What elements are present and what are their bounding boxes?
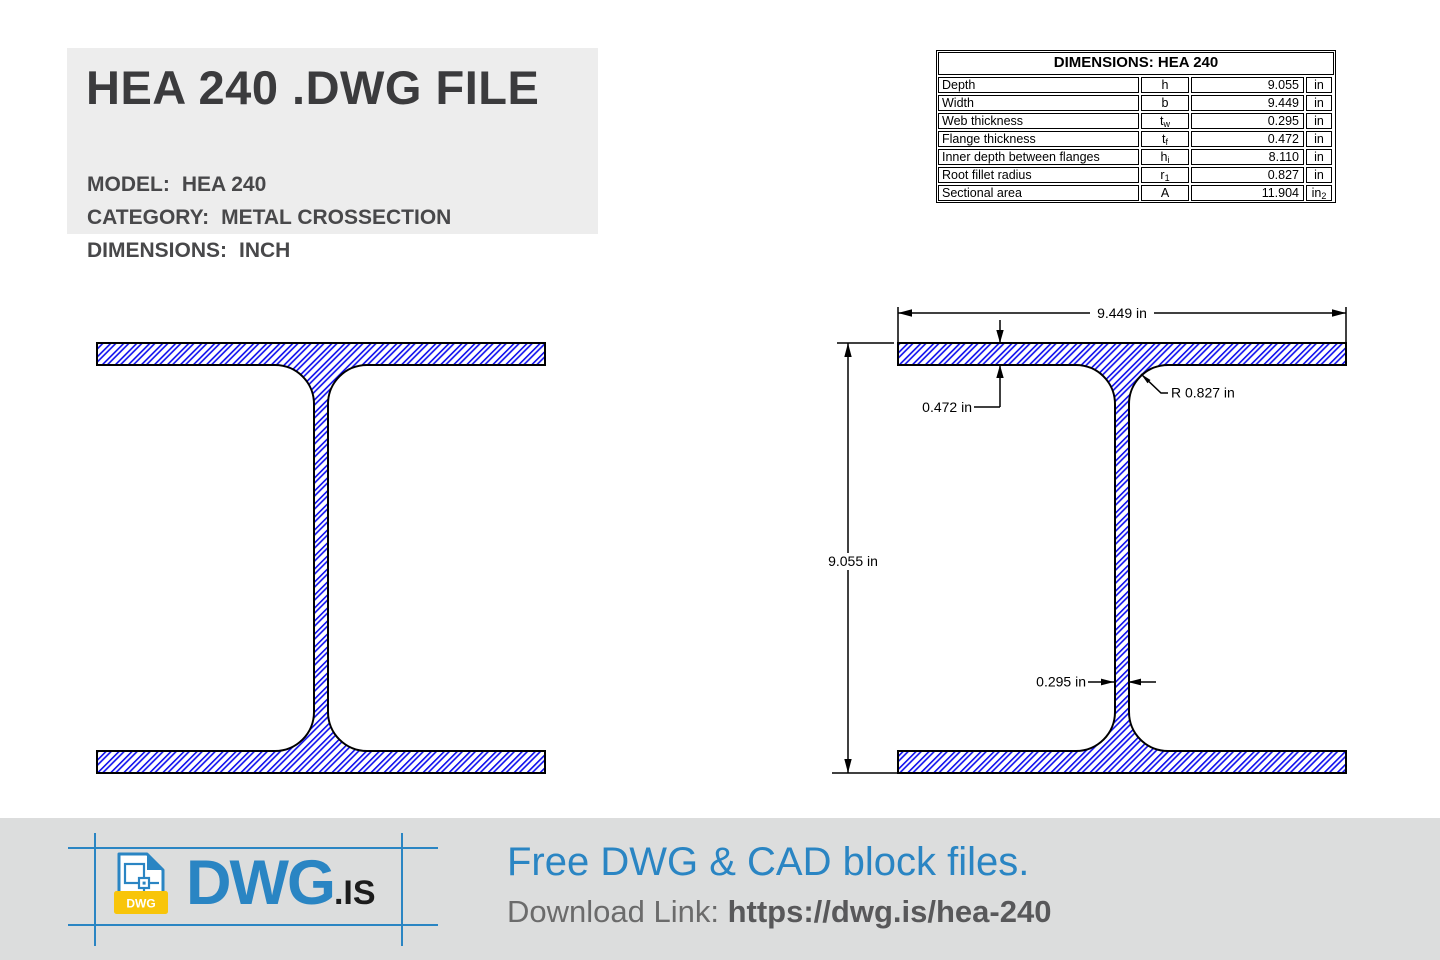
- row-value: 9.055: [1191, 77, 1304, 93]
- download-label: Download Link:: [507, 894, 719, 929]
- arrowhead: [1141, 374, 1151, 384]
- ibeam-outline: [897, 342, 1347, 774]
- dim-width-label: 9.449 in: [1097, 305, 1147, 321]
- table-row: Inner depth between flanges hi 8.110 in: [938, 149, 1334, 165]
- arrowhead: [898, 309, 912, 317]
- footer-banner: DWG DWG.IS Free DWG & CAD block files. D…: [0, 818, 1440, 960]
- dimensions-table-title: DIMENSIONS: HEA 240: [938, 52, 1334, 75]
- beam-section-dimensioned: 9.449 in 9.055 in 0.472 in R 0.827 in: [821, 305, 1347, 774]
- ibeam-outline: [96, 342, 546, 774]
- row-symbol: tw: [1141, 113, 1189, 129]
- table-row: Root fillet radius r1 0.827 in: [938, 167, 1334, 183]
- title-info: MODEL: HEA 240 CATEGORY: METAL CROSSECTION…: [87, 168, 451, 267]
- download-url-link[interactable]: https://dwg.is/hea-240: [727, 894, 1052, 929]
- row-name: Width: [938, 95, 1139, 111]
- logo-suffix: .IS: [333, 874, 376, 912]
- model-label: MODEL:: [87, 173, 170, 196]
- model-value: HEA 240: [181, 173, 267, 196]
- row-value: 8.110: [1191, 149, 1304, 165]
- table-row: Sectional area A 11.904 in2: [938, 185, 1334, 201]
- dim-flange-label: 0.472 in: [922, 399, 972, 415]
- crosshair-line: [68, 924, 438, 926]
- row-unit: in: [1306, 95, 1332, 111]
- row-value: 0.472: [1191, 131, 1304, 147]
- dimensions-table: DIMENSIONS: HEA 240 Depth h 9.055 in Wid…: [936, 50, 1336, 203]
- dimensions-line: DIMENSIONS: INCH: [87, 234, 451, 267]
- row-symbol: h: [1141, 77, 1189, 93]
- category-label: CATEGORY:: [87, 206, 210, 229]
- table-row: Flange thickness tf 0.472 in: [938, 131, 1334, 147]
- dimensions-label: DIMENSIONS:: [87, 239, 228, 262]
- row-symbol: tf: [1141, 131, 1189, 147]
- download-line: Download Link: https://dwg.is/hea-240: [507, 894, 1051, 930]
- category-value: METAL CROSSECTION: [221, 206, 452, 229]
- title-panel: HEA 240 .DWG FILE MODEL: HEA 240 CATEGORY…: [67, 48, 598, 262]
- row-value: 0.295: [1191, 113, 1304, 129]
- dim-text-mask: [1090, 305, 1154, 321]
- arrowhead: [844, 343, 852, 357]
- row-unit: in: [1306, 113, 1332, 129]
- row-name: Web thickness: [938, 113, 1139, 129]
- page-title: HEA 240 .DWG FILE: [86, 61, 540, 114]
- beam-section-plain: [96, 342, 546, 774]
- badge-label: DWG: [126, 897, 155, 911]
- arrowhead: [1101, 678, 1114, 686]
- row-name: Flange thickness: [938, 131, 1139, 147]
- arrowhead: [1128, 678, 1141, 686]
- row-symbol: hi: [1141, 149, 1189, 165]
- crosshair-line: [68, 847, 438, 849]
- row-unit: in: [1306, 131, 1332, 147]
- row-name: Sectional area: [938, 185, 1139, 201]
- dwg-file-icon: DWG: [114, 852, 168, 914]
- arrowhead: [844, 759, 852, 773]
- arrowhead: [1332, 309, 1346, 317]
- category-line: CATEGORY: METAL CROSSECTION: [87, 201, 451, 234]
- row-name: Depth: [938, 77, 1139, 93]
- dim-depth-label: 9.055 in: [828, 553, 878, 569]
- row-value: 11.904: [1191, 185, 1304, 201]
- row-unit: in2: [1306, 185, 1332, 201]
- crosshair-line: [94, 833, 96, 946]
- dim-text-mask: [821, 553, 885, 570]
- crosshair-line: [401, 833, 403, 946]
- row-name: Root fillet radius: [938, 167, 1139, 183]
- dwg-is-logo[interactable]: DWG.IS: [186, 852, 376, 915]
- logo-text: DWG: [186, 848, 336, 918]
- row-symbol: r1: [1141, 167, 1189, 183]
- row-unit: in: [1306, 149, 1332, 165]
- model-line: MODEL: HEA 240: [87, 168, 451, 201]
- row-value: 0.827: [1191, 167, 1304, 183]
- tagline: Free DWG & CAD block files.: [507, 840, 1030, 884]
- dim-radius-label: R 0.827 in: [1171, 385, 1235, 401]
- row-unit: in: [1306, 167, 1332, 183]
- row-symbol: b: [1141, 95, 1189, 111]
- row-symbol: A: [1141, 185, 1189, 201]
- dimensions-value: INCH: [239, 239, 291, 262]
- row-unit: in: [1306, 77, 1332, 93]
- table-row: Depth h 9.055 in: [938, 77, 1334, 93]
- table-row: Web thickness tw 0.295 in: [938, 113, 1334, 129]
- table-row: Width b 9.449 in: [938, 95, 1334, 111]
- row-value: 9.449: [1191, 95, 1304, 111]
- row-name: Inner depth between flanges: [938, 149, 1139, 165]
- arrowhead: [996, 365, 1004, 378]
- arrowhead: [996, 330, 1004, 343]
- dim-web-label: 0.295 in: [1036, 674, 1086, 690]
